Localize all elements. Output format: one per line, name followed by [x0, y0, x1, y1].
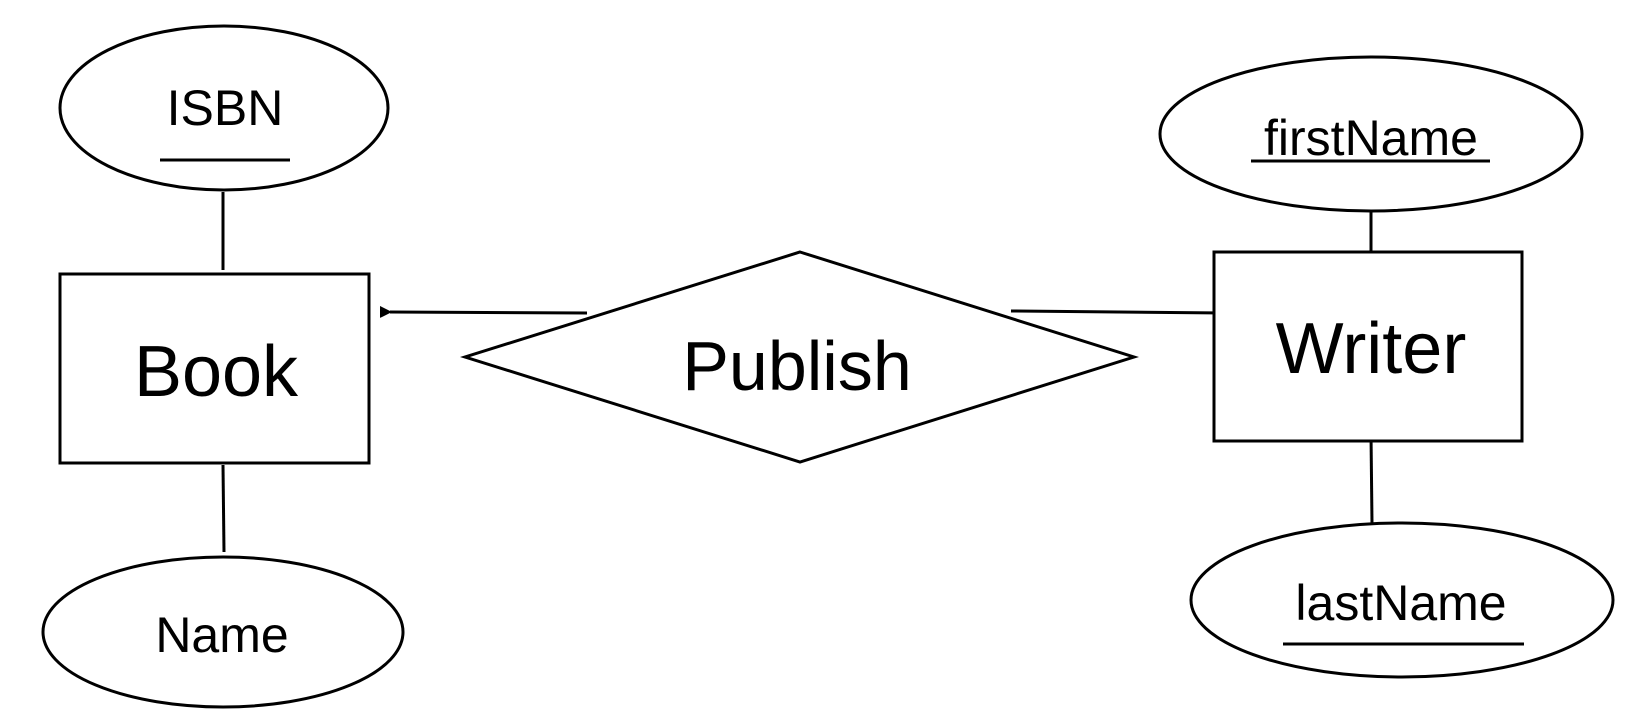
attribute-lastname: lastName [1189, 521, 1615, 679]
book-to-name-connector [221, 464, 226, 553]
book-rectangle [58, 272, 371, 465]
isbn-label: ISBN [167, 80, 284, 136]
name-ellipse [41, 555, 405, 709]
attribute-isbn: ISBN [58, 24, 390, 192]
relationship-publish: Publish [459, 250, 1140, 464]
publish-label: Publish [682, 327, 912, 405]
attribute-firstname: firstName [1158, 55, 1584, 213]
firstname-label: firstName [1264, 110, 1478, 166]
entity-book: Book [58, 272, 371, 465]
writer-rectangle [1212, 250, 1524, 443]
attribute-name: Name [41, 555, 405, 709]
publish-to-writer-connector [1010, 309, 1225, 315]
writer-label: Writer [1276, 309, 1467, 389]
firstname-ellipse [1158, 55, 1584, 213]
isbn-ellipse [58, 24, 390, 192]
publish-diamond [459, 250, 1140, 464]
lastname-ellipse [1189, 521, 1615, 679]
entity-writer: Writer [1212, 250, 1524, 443]
publish-to-book-arrow [379, 305, 588, 318]
writer-to-lastname-connector [1369, 433, 1374, 524]
name-label: Name [155, 607, 288, 663]
lastname-label: lastName [1295, 575, 1506, 631]
book-label: Book [134, 332, 299, 412]
